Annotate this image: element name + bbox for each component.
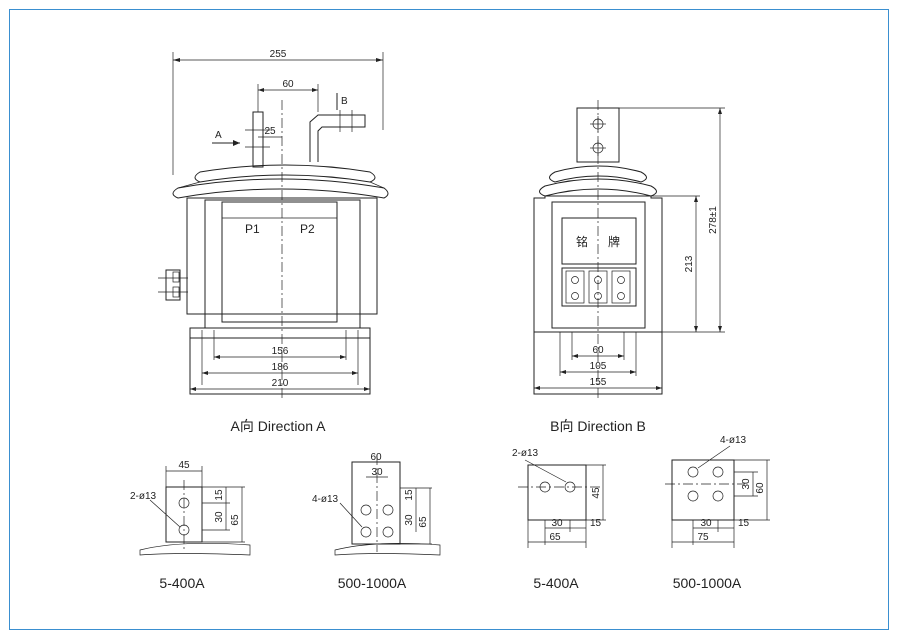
dim-60-b: 60: [592, 345, 604, 356]
detail-1: 45 15 30 65 2-ø13 5-400A: [130, 460, 251, 591]
d3-dim-45: 45: [591, 487, 602, 499]
drawing-frame: [9, 9, 889, 630]
d4-hole-label: 4-ø13: [720, 435, 747, 446]
d1-dim-45: 45: [178, 460, 190, 471]
dim-213: 213: [684, 255, 695, 272]
d4-dim-30v: 30: [741, 478, 752, 490]
detail-3: 2-ø13 45 30 15 65 5-400A: [512, 448, 606, 591]
d4-dim-75: 75: [697, 532, 709, 543]
d4-dim-30h: 30: [700, 518, 712, 529]
d3-caption: 5-400A: [533, 575, 579, 591]
d4-dim-60: 60: [755, 482, 766, 494]
dim-25: 25: [264, 126, 276, 137]
dim-278: 278±1: [708, 206, 719, 234]
nameplate-char-1: 铭: [576, 234, 588, 249]
d2-caption: 500-1000A: [338, 575, 407, 591]
d2-hole-label: 4-ø13: [312, 494, 339, 505]
d3-dim-15: 15: [590, 518, 602, 529]
dim-155: 155: [590, 377, 607, 388]
dim-60-top: 60: [282, 79, 294, 90]
d2-dim-30b: 30: [404, 514, 415, 526]
d3-dim-30: 30: [551, 518, 563, 529]
dim-255: 255: [270, 49, 287, 60]
d4-caption: 500-1000A: [673, 575, 742, 591]
nameplate-char-2: 牌: [608, 235, 620, 249]
d2-dim-65: 65: [418, 516, 429, 528]
dim-156: 156: [272, 346, 289, 357]
dim-186: 186: [272, 362, 289, 373]
d3-dim-65: 65: [549, 532, 561, 543]
detail-2: 60 30 15 30 65 4-ø13 500-1000A: [312, 452, 441, 591]
d4-dim-15: 15: [738, 518, 750, 529]
view-b: 铭 牌 60 105 155: [533, 100, 725, 434]
d2-dim-60: 60: [370, 452, 382, 463]
d3-hole-label: 2-ø13: [512, 448, 539, 459]
d1-caption: 5-400A: [159, 575, 205, 591]
dim-210: 210: [272, 378, 289, 389]
detail-4: 4-ø13 30 60 30 15 75 500-1000A: [665, 435, 770, 591]
arrow-a-label: A: [215, 130, 222, 141]
d1-dim-15: 15: [214, 489, 225, 501]
caption-direction-b: B向 Direction B: [550, 418, 646, 434]
d2-dim-15: 15: [404, 489, 415, 501]
d1-dim-30: 30: [214, 511, 225, 523]
d1-hole-label: 2-ø13: [130, 491, 157, 502]
caption-direction-a: A向 Direction A: [231, 418, 327, 434]
d1-dim-65: 65: [230, 514, 241, 526]
terminal-p2: P2: [300, 222, 315, 236]
terminal-p1: P1: [245, 222, 260, 236]
d2-dim-30: 30: [371, 467, 383, 478]
view-a: 255 60 25 A B P1 P2: [158, 49, 389, 434]
arrow-b-label: B: [341, 96, 348, 107]
